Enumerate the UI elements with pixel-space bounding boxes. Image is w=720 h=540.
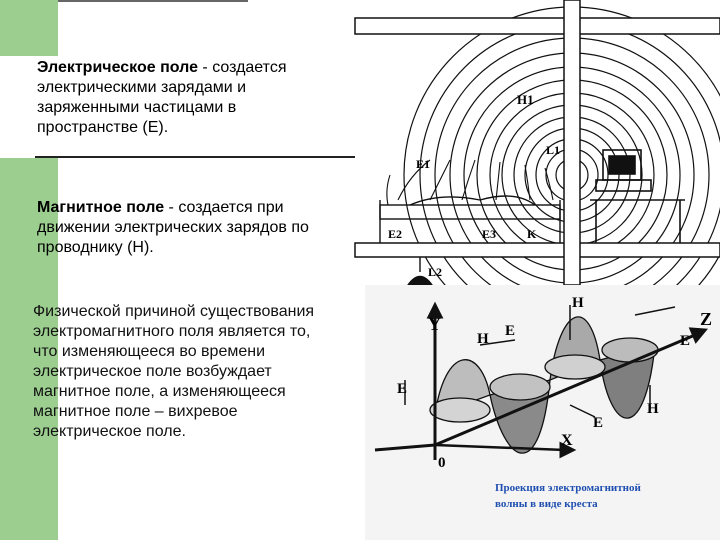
label-e2: E2 bbox=[388, 227, 402, 241]
label-l2: L2 bbox=[428, 265, 442, 279]
paragraph-electric-field: Электрическое поле - создается электриче… bbox=[37, 58, 337, 138]
e-label-far: E bbox=[680, 333, 690, 349]
h-label-right: H bbox=[647, 401, 659, 417]
h-label-left: H bbox=[477, 331, 489, 347]
magnetic-field-term: Магнитное поле bbox=[37, 199, 165, 216]
axis-x-label: X bbox=[561, 432, 573, 449]
bed bbox=[379, 195, 561, 243]
field-arrows bbox=[386, 159, 554, 206]
e-label-upper: E bbox=[505, 323, 515, 339]
axes bbox=[374, 301, 708, 460]
separator-line bbox=[35, 156, 355, 158]
em-wave-diagram: Y Z X 0 H H E E E H E Проекция электрома… bbox=[365, 285, 720, 540]
vector-arrows bbox=[404, 305, 676, 418]
caption-line1: Проекция электромагнитной bbox=[495, 482, 641, 494]
e-label-right: E bbox=[593, 415, 603, 431]
ceiling-slab bbox=[354, 17, 720, 35]
magnetic-field-definition: - создается при движении электрических з… bbox=[37, 199, 309, 256]
monitor bbox=[590, 149, 685, 243]
label-e1: E1 bbox=[416, 157, 430, 171]
floor-slab bbox=[354, 242, 720, 258]
electric-field-definition: - создается электрическими зарядами и за… bbox=[37, 59, 287, 136]
label-l1: L1 bbox=[546, 143, 560, 157]
room-field-diagram: H1 L1 E1 E2 E3 K L2 bbox=[354, 0, 720, 285]
label-e3: E3 bbox=[482, 227, 496, 241]
label-k: K bbox=[527, 227, 537, 241]
wall bbox=[563, 0, 581, 285]
axis-y-label: Y bbox=[428, 314, 441, 334]
label-h1: H1 bbox=[517, 92, 534, 107]
axis-z-label: Z bbox=[700, 309, 712, 329]
origin-label: 0 bbox=[438, 455, 446, 471]
caption-line2: волны в виде креста bbox=[495, 498, 598, 510]
white-band bbox=[0, 56, 355, 158]
paragraph-physical-cause: Физической причиной существования электр… bbox=[33, 303, 315, 440]
top-rule bbox=[58, 0, 248, 2]
e-label-left: E bbox=[397, 381, 407, 397]
paragraph-magnetic-field: Магнитное поле - создается при движении … bbox=[37, 198, 327, 258]
wave-lobes bbox=[429, 316, 659, 454]
electric-field-term: Электрическое поле bbox=[37, 59, 198, 76]
lamp-l2 bbox=[407, 257, 433, 285]
h-label-top: H bbox=[572, 295, 584, 311]
